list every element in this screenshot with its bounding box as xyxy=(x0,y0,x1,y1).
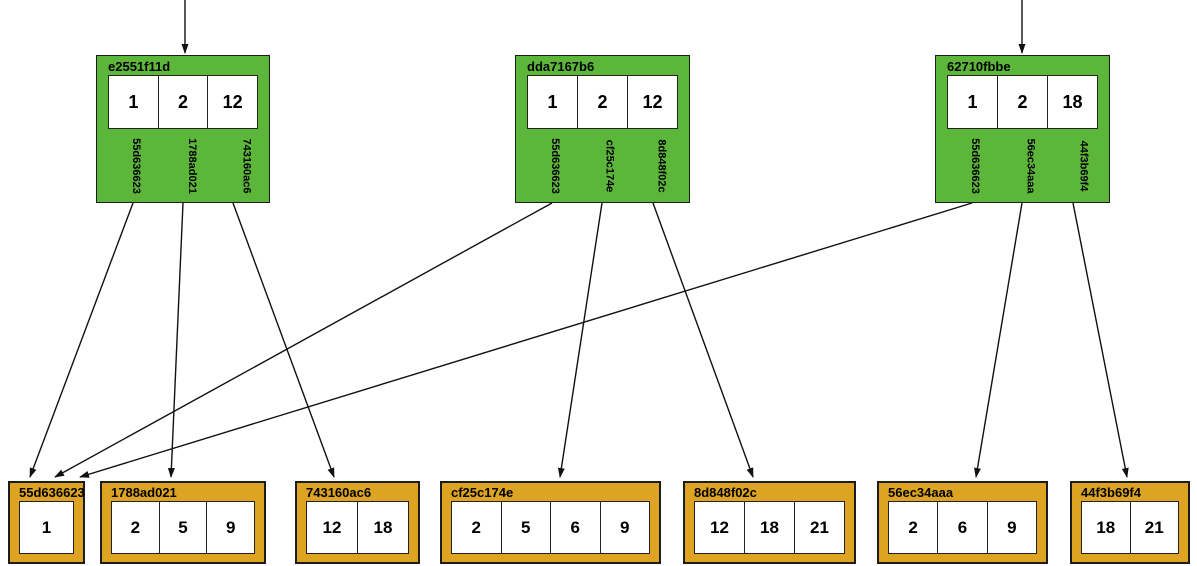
pointer-slot: 743160ac6 xyxy=(219,129,274,203)
key-row: 1 2 12 xyxy=(527,75,678,129)
key-cell: 21 xyxy=(794,502,844,553)
pointer-slot: cf25c174e xyxy=(583,129,636,203)
key-row: 1 2 18 xyxy=(947,75,1098,129)
key-row: 2 6 9 xyxy=(888,501,1037,554)
internal-node-e2551f11d: e2551f11d 1 2 12 55d636623 1788ad021 743… xyxy=(96,55,270,203)
key-cell: 1 xyxy=(528,76,577,128)
edge-dda7167b6-to-cf25c174e xyxy=(557,202,603,478)
key-cell: 6 xyxy=(550,502,600,553)
pointer-row: 55d636623 1788ad021 743160ac6 xyxy=(108,129,258,203)
key-cell: 2 xyxy=(157,76,208,128)
edge-dda7167b6-to-8d848f02c xyxy=(652,202,754,478)
edge-e2551f11d-to-55d636623 xyxy=(29,202,134,478)
key-row: 1 2 12 xyxy=(108,75,258,129)
leaf-node-cf25c174e: cf25c174e 2 5 6 9 xyxy=(440,481,661,564)
node-title: 1788ad021 xyxy=(111,485,177,500)
pointer-slot: 1788ad021 xyxy=(164,129,220,203)
pointer-label: 44f3b69f4 xyxy=(1077,140,1090,192)
key-cell: 9 xyxy=(206,502,255,553)
leaf-node-44f3b69f4: 44f3b69f4 18 21 xyxy=(1070,481,1190,564)
key-cell: 5 xyxy=(158,502,207,553)
edge-62710fbbe-to-56ec34aaa xyxy=(974,202,1023,478)
node-title: e2551f11d xyxy=(108,59,171,74)
pointer-row: 55d636623 56ec34aaa 44f3b69f4 xyxy=(947,129,1098,203)
key-cell: 1 xyxy=(109,76,158,128)
pointer-row: 55d636623 cf25c174e 8d848f02c xyxy=(527,129,678,203)
key-cell: 2 xyxy=(997,76,1047,128)
key-cell: 18 xyxy=(1082,502,1130,553)
key-cell: 18 xyxy=(744,502,794,553)
internal-node-dda7167b6: dda7167b6 1 2 12 55d636623 cf25c174e 8d8… xyxy=(515,55,690,203)
key-cell: 12 xyxy=(307,502,357,553)
key-row: 18 21 xyxy=(1081,501,1179,554)
node-title: cf25c174e xyxy=(451,485,514,500)
key-cell: 12 xyxy=(695,502,744,553)
node-title: 56ec34aaa xyxy=(888,485,954,500)
edge-62710fbbe-to-55d636623 xyxy=(79,202,973,478)
node-title: 55d636623 xyxy=(19,485,85,500)
key-row: 12 18 xyxy=(306,501,409,554)
key-cell: 2 xyxy=(452,502,501,553)
key-cell: 1 xyxy=(948,76,997,128)
pointer-label: 55d636623 xyxy=(968,138,981,194)
key-row: 2 5 6 9 xyxy=(451,501,650,554)
key-cell: 18 xyxy=(357,502,408,553)
key-cell: 9 xyxy=(599,502,649,553)
key-cell: 1 xyxy=(20,502,73,553)
pointer-slot: 56ec34aaa xyxy=(1003,129,1058,203)
pointer-label: cf25c174e xyxy=(602,139,615,193)
leaf-node-1788ad021: 1788ad021 2 5 9 xyxy=(100,481,266,564)
key-cell: 5 xyxy=(500,502,550,553)
node-title: 44f3b69f4 xyxy=(1081,485,1141,500)
pointer-label: 743160ac6 xyxy=(240,138,253,194)
edge-62710fbbe-to-44f3b69f4 xyxy=(1072,202,1129,478)
key-cell: 2 xyxy=(112,502,159,553)
key-cell: 2 xyxy=(889,502,938,553)
key-row: 1 xyxy=(19,501,74,554)
key-cell: 6 xyxy=(937,502,987,553)
key-row: 2 5 9 xyxy=(111,501,255,554)
node-title: dda7167b6 xyxy=(527,59,595,74)
pointer-slot: 8d848f02c xyxy=(635,129,688,203)
pointer-label: 8d848f02c xyxy=(655,139,668,193)
pointer-label: 55d636623 xyxy=(129,138,142,194)
edge-e2551f11d-to-1788ad021 xyxy=(167,202,184,478)
pointer-slot: 55d636623 xyxy=(947,129,1003,203)
pointer-label: 1788ad021 xyxy=(185,138,198,194)
key-cell: 21 xyxy=(1129,502,1178,553)
pointer-label: 56ec34aaa xyxy=(1024,138,1037,194)
pointer-slot: 44f3b69f4 xyxy=(1058,129,1109,203)
key-cell: 12 xyxy=(627,76,677,128)
leaf-node-56ec34aaa: 56ec34aaa 2 6 9 xyxy=(877,481,1048,564)
key-cell: 18 xyxy=(1047,76,1097,128)
leaf-node-8d848f02c: 8d848f02c 12 18 21 xyxy=(683,481,856,564)
node-title: 743160ac6 xyxy=(306,485,372,500)
pointer-slot: 55d636623 xyxy=(108,129,164,203)
internal-node-62710fbbe: 62710fbbe 1 2 18 55d636623 56ec34aaa 44f… xyxy=(935,55,1110,203)
edge-dda7167b6-to-55d636623 xyxy=(54,202,553,478)
key-row: 12 18 21 xyxy=(694,501,845,554)
key-cell: 12 xyxy=(207,76,258,128)
node-title: 62710fbbe xyxy=(947,59,1011,74)
leaf-node-55d636623: 55d636623 1 xyxy=(8,481,85,564)
node-title: 8d848f02c xyxy=(694,485,757,500)
key-cell: 2 xyxy=(577,76,627,128)
pointer-slot: 55d636623 xyxy=(527,129,583,203)
edge-e2551f11d-to-743160ac6 xyxy=(232,202,335,478)
pointer-label: 55d636623 xyxy=(548,138,561,194)
leaf-node-743160ac6: 743160ac6 12 18 xyxy=(295,481,420,564)
key-cell: 9 xyxy=(986,502,1036,553)
